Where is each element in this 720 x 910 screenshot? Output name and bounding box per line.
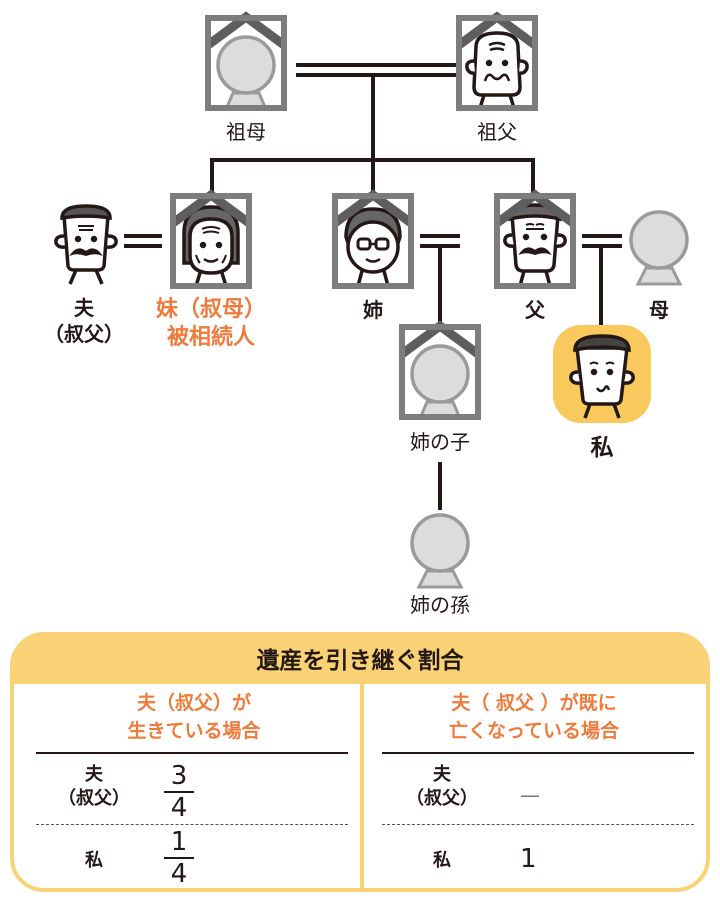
descent-line-older-sister (438, 246, 442, 326)
label-younger-sister-line1: 妹（叔母） (155, 297, 266, 322)
column1-row2-fraction: 1 4 (164, 828, 194, 888)
column1-row1-label-line2: （叔父） (58, 788, 130, 809)
marriage-line-grandparents-top (296, 63, 456, 67)
marriage-line-older-sister-top (420, 234, 460, 238)
sibling-bar (210, 158, 535, 162)
label-sister-child: 姉の子 (410, 430, 470, 454)
column1-row1-label-line1: 夫 (85, 764, 103, 785)
descent-line-grandparents (371, 75, 375, 195)
marriage-line-parents-top (582, 234, 622, 238)
fraction-bar (164, 857, 194, 859)
label-father: 父 (525, 298, 545, 322)
column2-row2-value: 1 (520, 844, 537, 874)
column2-row1-label-line1: 夫 (433, 764, 451, 785)
memorial-frame (170, 193, 252, 289)
column2-row1-value: — (520, 783, 540, 807)
grandmother-portrait (205, 11, 287, 111)
descent-line-father (531, 158, 535, 194)
old-man-icon (465, 31, 529, 109)
father-portrait (494, 189, 576, 289)
denominator: 4 (170, 859, 188, 889)
column2-row-separator (382, 824, 694, 825)
column1-title-line1: 夫（叔父）が (136, 692, 251, 714)
me-portrait (569, 334, 635, 419)
memorial-frame (399, 324, 481, 420)
man-mustache-icon (54, 204, 118, 285)
old-woman-icon (182, 205, 240, 287)
memorial-frame (332, 193, 414, 289)
label-me: 私 (590, 435, 614, 461)
young-man-icon (569, 334, 635, 419)
table-title: 遺産を引き継ぐ割合 (14, 636, 706, 684)
column2-row2-label: 私 (433, 850, 451, 871)
fraction-bar (164, 791, 194, 793)
column1-row2-label: 私 (85, 850, 103, 871)
placeholder-person-icon (216, 35, 276, 109)
sister-grandchild-portrait (410, 513, 470, 589)
memorial-frame (456, 15, 538, 111)
descent-line-parents (599, 246, 603, 326)
column-divider (360, 684, 364, 888)
label-mother: 母 (649, 298, 669, 322)
column2-row1-label-line2: （叔父） (406, 788, 478, 809)
woman-glasses-icon (344, 207, 402, 287)
descent-line-sister-child (438, 462, 442, 510)
mother-portrait (629, 210, 689, 286)
label-husband-line1: 夫 (74, 296, 94, 320)
column1-header-rule (36, 752, 348, 754)
sister-child-portrait (399, 320, 481, 420)
husband-portrait (54, 204, 118, 285)
label-younger-sister-line2: 被相続人 (166, 325, 255, 350)
placeholder-person-icon (629, 210, 689, 286)
memorial-frame (494, 193, 576, 289)
label-older-sister: 姉 (363, 298, 383, 322)
memorial-frame (205, 15, 287, 111)
column2-title-line1: 夫（ 叔父 ）が既に (451, 692, 617, 714)
marriage-line-husband-bottom (124, 244, 162, 248)
man-mustache-icon (503, 203, 567, 287)
label-grandmother: 祖母 (226, 120, 266, 144)
column2-header-rule (382, 752, 694, 754)
numerator: 3 (170, 761, 188, 791)
column2-title-line2: 亡くなっている場合 (448, 720, 620, 742)
denominator: 4 (170, 793, 188, 823)
column1-row-separator (36, 824, 348, 825)
grandfather-portrait (456, 11, 538, 111)
placeholder-person-icon (410, 513, 470, 589)
column1-row1-fraction: 3 4 (164, 762, 194, 822)
marriage-line-grandparents-bottom (296, 73, 456, 77)
label-sister-grandchild: 姉の孫 (410, 593, 470, 617)
placeholder-person-icon (410, 344, 470, 418)
younger-sister-portrait (170, 189, 252, 289)
label-grandfather: 祖父 (477, 120, 517, 144)
marriage-line-husband-top (124, 234, 162, 238)
column1-title-line2: 生きている場合 (127, 720, 261, 742)
descent-line-younger-sister (210, 158, 214, 194)
label-husband-line2: （叔父） (44, 322, 124, 346)
numerator: 1 (170, 827, 188, 857)
older-sister-portrait (332, 189, 414, 289)
inheritance-share-table: 遺産を引き継ぐ割合 夫（叔父）が 生きている場合 夫 （叔父） 3 4 私 1 … (10, 632, 710, 892)
